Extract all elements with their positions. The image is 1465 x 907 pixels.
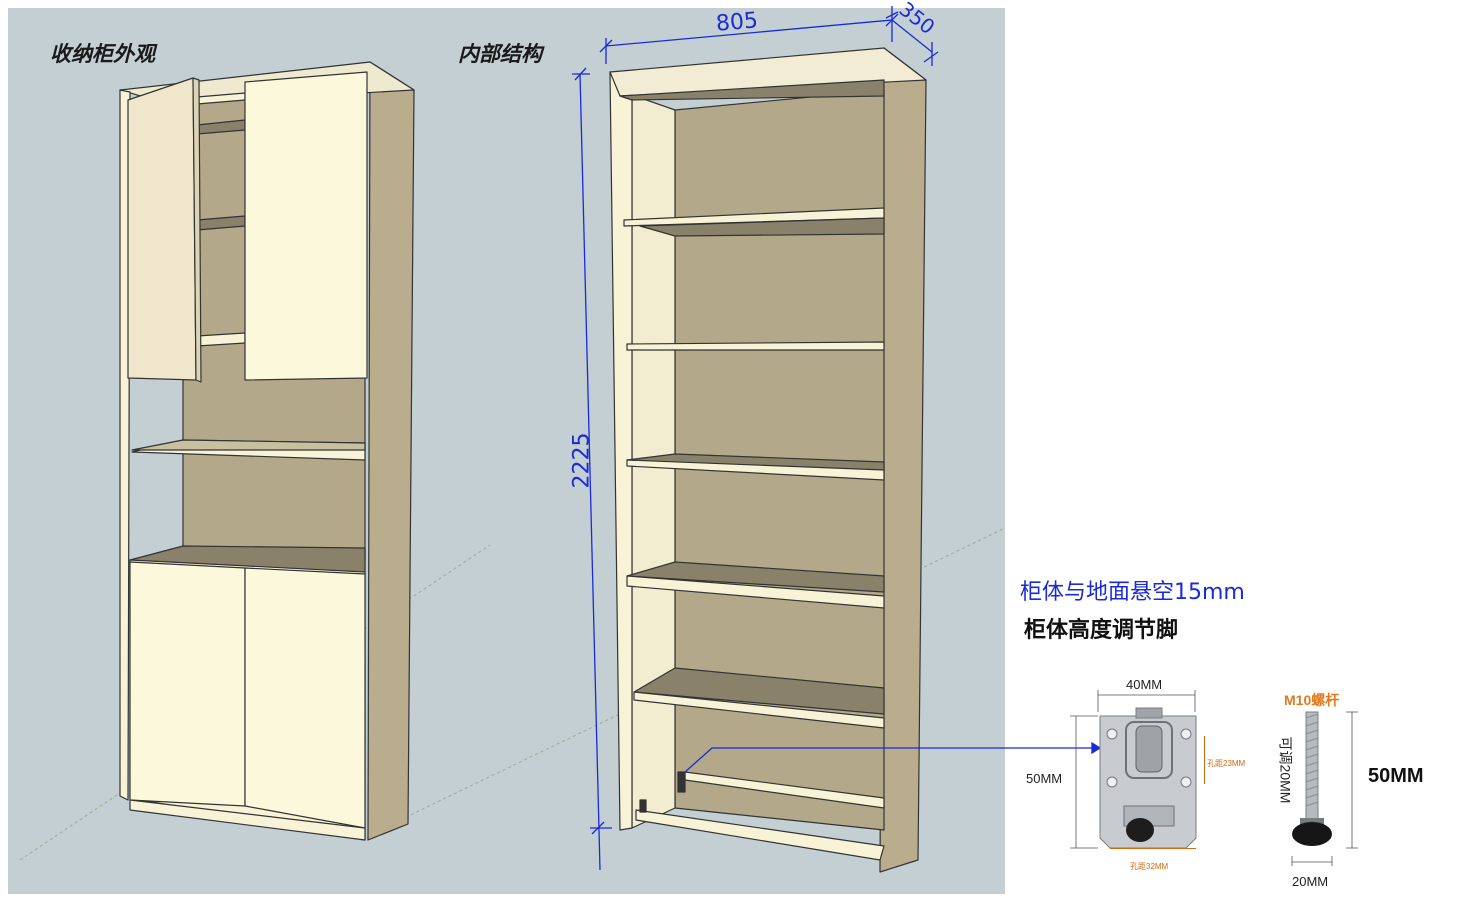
height-dimension-label: 2225	[569, 432, 595, 489]
screw-dimension-lines	[1291, 711, 1358, 866]
exterior-title: 收纳柜外观	[50, 42, 155, 66]
shelf-top-underside	[619, 79, 885, 101]
interior-title: 内部结构	[458, 42, 542, 66]
shelf-5	[633, 667, 885, 715]
foot-screw-illustration	[1291, 711, 1358, 866]
ground-gap-note: 柜体与地面悬空15mm	[1020, 580, 1245, 605]
foot-front	[639, 799, 647, 813]
plate-height-label: 50MM	[1026, 771, 1063, 786]
bottom-rail-front	[635, 809, 885, 861]
upper-right-door	[244, 71, 368, 381]
plate-width-label: 40MM	[1126, 677, 1163, 692]
lower-left-door	[129, 561, 246, 807]
cabinet-side-panel	[367, 61, 415, 841]
cabinet-plinth	[129, 799, 366, 841]
shelf-4	[626, 561, 885, 593]
screw-base	[1292, 822, 1332, 846]
plate-hole-bottom-label: 孔距32MM	[1130, 862, 1169, 871]
foot-plate-illustration	[1070, 690, 1205, 849]
shelf-3-front	[626, 459, 885, 481]
foot-back	[677, 771, 686, 793]
shelf-1-top	[639, 217, 885, 237]
height-foot-title: 柜体高度调节脚	[1024, 618, 1179, 643]
plate-hole-side-label: 孔距23MM	[1207, 759, 1246, 768]
shelf-4-front	[626, 575, 885, 609]
shelf-2	[626, 341, 885, 351]
screw-thread	[1305, 713, 1319, 807]
lower-shelf-top	[129, 545, 366, 573]
foot-plate-hole	[1106, 776, 1118, 788]
foot-plate-pad	[1126, 818, 1154, 842]
shelf-5-front	[633, 691, 885, 729]
upper-left-door	[127, 77, 197, 381]
foot-plate-hole	[1180, 728, 1192, 740]
dimension-lines	[572, 6, 1102, 871]
interior-cabinet	[609, 47, 927, 873]
lower-right-door	[244, 567, 366, 829]
foot-plate-top-tab	[1135, 707, 1163, 719]
upper-left-door-edge	[192, 77, 202, 383]
exterior-cabinet	[119, 61, 415, 841]
screw-base-label: 20MM	[1292, 874, 1329, 889]
middle-shelf-top	[131, 439, 366, 451]
pointer-arrowhead	[1091, 741, 1102, 755]
foot-plate-hole	[1106, 728, 1118, 740]
foot-plate-dimension-lines	[1070, 690, 1196, 849]
screw-adjust-label: 可调20MM	[1277, 736, 1294, 804]
foot-plate-bolt	[1135, 725, 1163, 773]
upper-shelf-3	[196, 332, 246, 347]
foot-plate-bolt-window	[1125, 721, 1173, 779]
screw-height-label: 50MM	[1368, 765, 1424, 787]
foot-plate-hole	[1180, 776, 1192, 788]
foot-plate-side-line	[1204, 736, 1205, 784]
screw-thread-label: M10螺杆	[1284, 692, 1340, 708]
foot-plate-bottom-line	[1110, 848, 1196, 849]
width-dimension-label: 805	[714, 8, 760, 37]
